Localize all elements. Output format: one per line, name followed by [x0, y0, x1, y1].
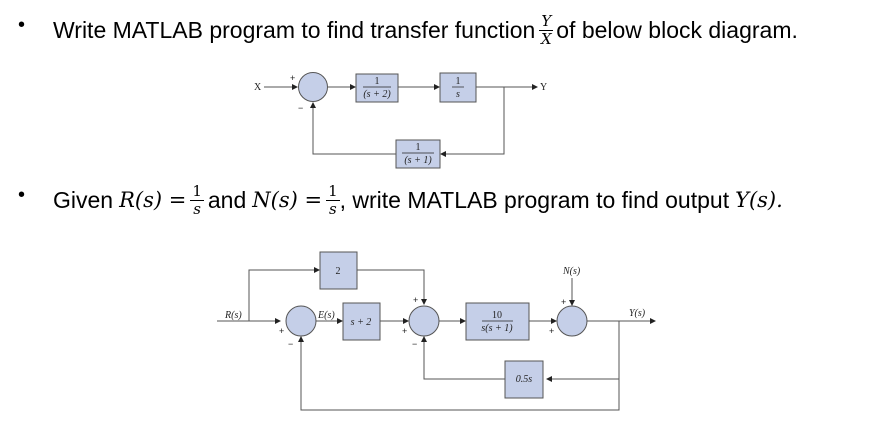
bullet-icon: • [18, 184, 26, 206]
arrow-icon [350, 84, 356, 90]
plus-sign: + [290, 73, 295, 83]
n-expression: N(s) = [252, 188, 323, 212]
fraction-denominator: X [540, 29, 552, 48]
block-numerator: 10 [492, 310, 502, 321]
arrow-icon [460, 318, 466, 324]
feedforward-line [248, 269, 314, 321]
fraction-numerator: 1 [190, 181, 204, 201]
fraction-denominator: s [329, 199, 337, 218]
block-numerator: 1 [416, 142, 421, 153]
feedback-line [423, 342, 505, 380]
plus-sign: + [279, 326, 284, 336]
question-1-text-end: of below block diagram. [556, 16, 798, 43]
block-numerator: 1 [375, 76, 380, 87]
output-label-y: Y [540, 82, 547, 93]
block-label: 0.5s [516, 374, 533, 385]
block-label: s + 2 [351, 317, 372, 328]
feedback-line [312, 108, 396, 155]
feedback-block [395, 139, 441, 169]
arrow-icon [298, 336, 304, 342]
fraction-numerator: 1 [326, 181, 340, 201]
plus-sign: + [549, 326, 554, 336]
fraction-numerator: Y [539, 11, 554, 31]
arrow-icon [337, 318, 343, 324]
error-label: E(s) [317, 310, 335, 321]
feedforward-block [319, 251, 358, 290]
summing-junction-3 [556, 305, 588, 337]
plant-block [465, 302, 530, 341]
block-denominator: s [456, 89, 460, 100]
n-fraction: 1 s [326, 181, 340, 218]
block-denominator: (s + 2) [363, 89, 391, 100]
arrow-icon [440, 151, 446, 157]
forward-block-2 [439, 72, 477, 103]
plus-sign: + [402, 326, 407, 336]
forward-block-1 [355, 73, 399, 103]
question-1-text: Write MATLAB program to find transfer fu… [53, 16, 536, 43]
bullet-icon: • [18, 14, 26, 36]
block-denominator: s(s + 1) [481, 323, 513, 334]
arrow-icon [569, 300, 575, 306]
unity-feedback-line [300, 342, 620, 411]
feedback-line [446, 87, 505, 155]
rate-feedback-block [504, 360, 544, 399]
arrow-icon [310, 102, 316, 108]
and-text: and [207, 186, 247, 213]
summing-junction-2 [408, 305, 440, 337]
plus-sign: + [413, 295, 418, 305]
controller-block [342, 302, 381, 341]
y-expression: Y(s). [735, 188, 783, 212]
arrow-icon [551, 318, 557, 324]
arrow-icon [421, 299, 427, 305]
fraction-y-over-x: Y X [539, 11, 554, 48]
feedforward-line [357, 269, 425, 299]
r-fraction: 1 s [190, 181, 204, 218]
output-label: Y(s) [629, 308, 646, 319]
disturbance-label: N(s) [562, 266, 581, 277]
arrow-icon [275, 318, 281, 324]
given-text: Given [53, 186, 114, 213]
arrow-icon [314, 267, 320, 273]
arrow-icon [403, 318, 409, 324]
plus-sign: + [561, 297, 566, 307]
r-expression: R(s) = [119, 188, 187, 212]
diagram-1: X + − 1 (s + 2) 1 s Y 1 (s + 1) [254, 72, 547, 169]
block-label: 2 [336, 266, 341, 277]
arrow-icon [292, 84, 298, 90]
summing-junction-1 [285, 305, 317, 337]
arrow-icon [650, 318, 656, 324]
block-denominator: (s + 1) [404, 155, 432, 166]
arrow-icon [532, 84, 538, 90]
input-label-x: X [254, 82, 262, 93]
summing-junction [298, 72, 328, 102]
arrow-icon [434, 84, 440, 90]
minus-sign: − [412, 339, 417, 349]
minus-sign: − [298, 103, 303, 113]
diagram-2: R(s) + − 2 + E(s) s + 2 + − 10 s(s + 1) … [217, 251, 656, 411]
arrow-icon [546, 376, 552, 382]
arrow-icon [421, 336, 427, 342]
question-2-text: , write MATLAB program to find output [339, 186, 730, 213]
input-label-r: R(s) [224, 310, 242, 321]
block-numerator: 1 [456, 76, 461, 87]
minus-sign: − [288, 339, 293, 349]
fraction-denominator: s [193, 199, 201, 218]
